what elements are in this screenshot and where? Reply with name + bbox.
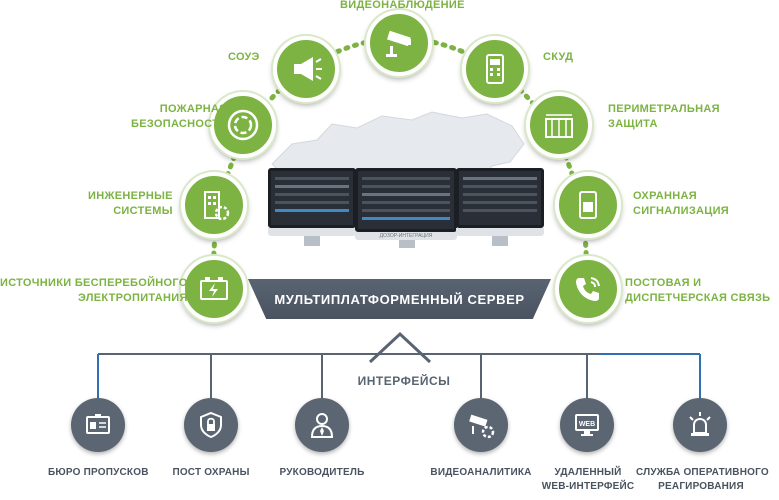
smoke-detector-icon xyxy=(227,109,259,141)
video-surveillance-label: ВИДЕОНАБЛЮДЕНИЕ xyxy=(340,0,465,11)
soue-node[interactable] xyxy=(273,36,339,102)
interfaces-heading: ИНТЕРФЕЙСЫ xyxy=(357,374,451,388)
video-surveillance-node[interactable] xyxy=(366,10,432,76)
manager-person-icon xyxy=(310,413,334,438)
cctv-camera-icon xyxy=(386,30,411,57)
battery-icon xyxy=(200,277,228,300)
response-service-badge[interactable] xyxy=(673,398,727,452)
siren-icon xyxy=(689,412,711,436)
id-card-icon xyxy=(86,414,110,434)
skud-label: СКУД xyxy=(543,51,574,63)
video-analytics-label: ВИДЕОАНАЛИТИКА xyxy=(430,467,532,478)
manager-badge[interactable] xyxy=(295,398,349,452)
guard-post-label: ПОСТ ОХРАНЫ xyxy=(172,467,250,478)
loudspeaker-icon xyxy=(294,57,322,81)
perimeter-node[interactable] xyxy=(526,92,592,158)
alarm-node[interactable] xyxy=(555,172,621,238)
server-banner: МУЛЬТИПЛАТФОРМЕННЫЙ СЕРВЕР xyxy=(248,279,551,319)
dispatch-node[interactable] xyxy=(555,256,621,322)
monitor-brand: ДОЗОР-ИНТЕГРАЦИЯ xyxy=(379,233,433,239)
web-monitor-icon: WEB xyxy=(575,414,599,436)
shield-lock-icon xyxy=(200,411,222,439)
fence-icon xyxy=(545,114,573,138)
engineering-node[interactable] xyxy=(181,172,247,238)
pass-office-badge[interactable] xyxy=(71,398,125,452)
video-analytics-badge[interactable] xyxy=(454,398,508,452)
monitor-right xyxy=(456,168,544,250)
soue-label: СОУЭ xyxy=(228,51,260,63)
building-gear-icon xyxy=(204,191,230,221)
pass-office-label: БЮРО ПРОПУСКОВ xyxy=(48,467,149,478)
access-terminal-icon xyxy=(486,54,504,84)
web-badge-text: WEB xyxy=(579,421,595,428)
server-label: МУЛЬТИПЛАТФОРМЕННЫЙ СЕРВЕР xyxy=(274,291,525,307)
phone-icon xyxy=(576,277,600,301)
motion-sensor-icon xyxy=(579,191,597,219)
skud-node[interactable] xyxy=(462,36,528,102)
camera-gear-icon xyxy=(469,414,495,439)
manager-label: РУКОВОДИТЕЛЬ xyxy=(279,467,365,478)
monitor-center: ДОЗОР-ИНТЕГРАЦИЯ xyxy=(355,168,457,250)
monitor-left xyxy=(268,168,356,250)
fire-safety-node[interactable] xyxy=(210,92,276,158)
roof-chevron xyxy=(368,331,432,364)
guard-post-badge[interactable] xyxy=(184,398,238,452)
web-interface-badge[interactable]: WEB xyxy=(560,398,614,452)
ups-node[interactable] xyxy=(181,256,247,322)
